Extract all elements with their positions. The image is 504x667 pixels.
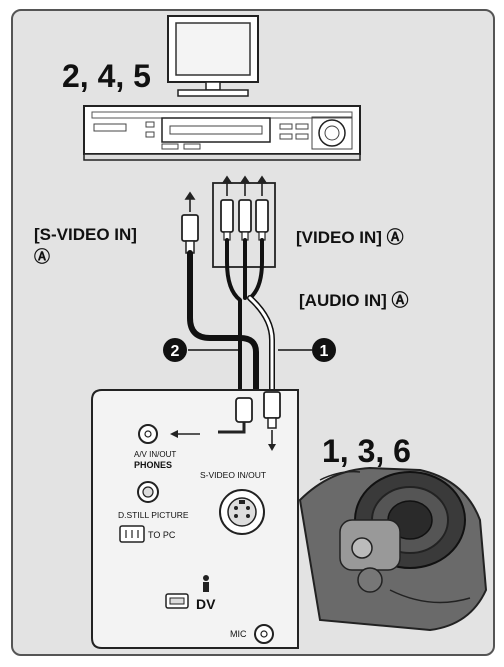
svideo-plug-bottom (263, 391, 281, 451)
marker-1: 1 (278, 338, 336, 362)
dv-port-icon (165, 593, 189, 609)
av-jack (138, 424, 158, 444)
vcr-unit (83, 105, 361, 161)
topc-label: TO PC (148, 530, 176, 540)
dv-person-icon (203, 575, 209, 592)
marker-2-label: 2 (171, 343, 180, 360)
dv-label: DV (196, 596, 216, 612)
steps-top-label: 2, 4, 5 (62, 58, 151, 94)
marker-2: 2 (163, 338, 238, 362)
svideo-in-mark: Ⓐ (34, 247, 50, 266)
jack-panel (91, 389, 299, 649)
steps-right-label: 1, 3, 6 (322, 433, 411, 469)
svideo-in-label: [S-VIDEO IN] (34, 225, 137, 244)
svideo-jack (219, 489, 265, 535)
dstill-button (137, 481, 159, 503)
dstill-label: D.STILL PICTURE (118, 510, 189, 520)
av-plug-bottom (218, 397, 253, 434)
cables (187, 238, 275, 401)
marker-1-label: 1 (320, 343, 329, 360)
svideo-inout-label: S-VIDEO IN/OUT (200, 470, 266, 480)
phones-label: PHONES (134, 460, 172, 470)
camcorder-body (298, 466, 488, 632)
video-in-label: [VIDEO IN] Ⓐ (296, 227, 404, 247)
tv-monitor (167, 15, 259, 97)
mic-label: MIC (230, 629, 247, 639)
rca-plugs-top (220, 199, 269, 241)
mic-jack (254, 624, 274, 644)
audio-in-label: [AUDIO IN] Ⓐ (299, 290, 409, 310)
av-inout-label: A/V IN/OUT (134, 450, 176, 459)
usb-port-icon (119, 525, 145, 543)
av-arrow (170, 430, 200, 438)
